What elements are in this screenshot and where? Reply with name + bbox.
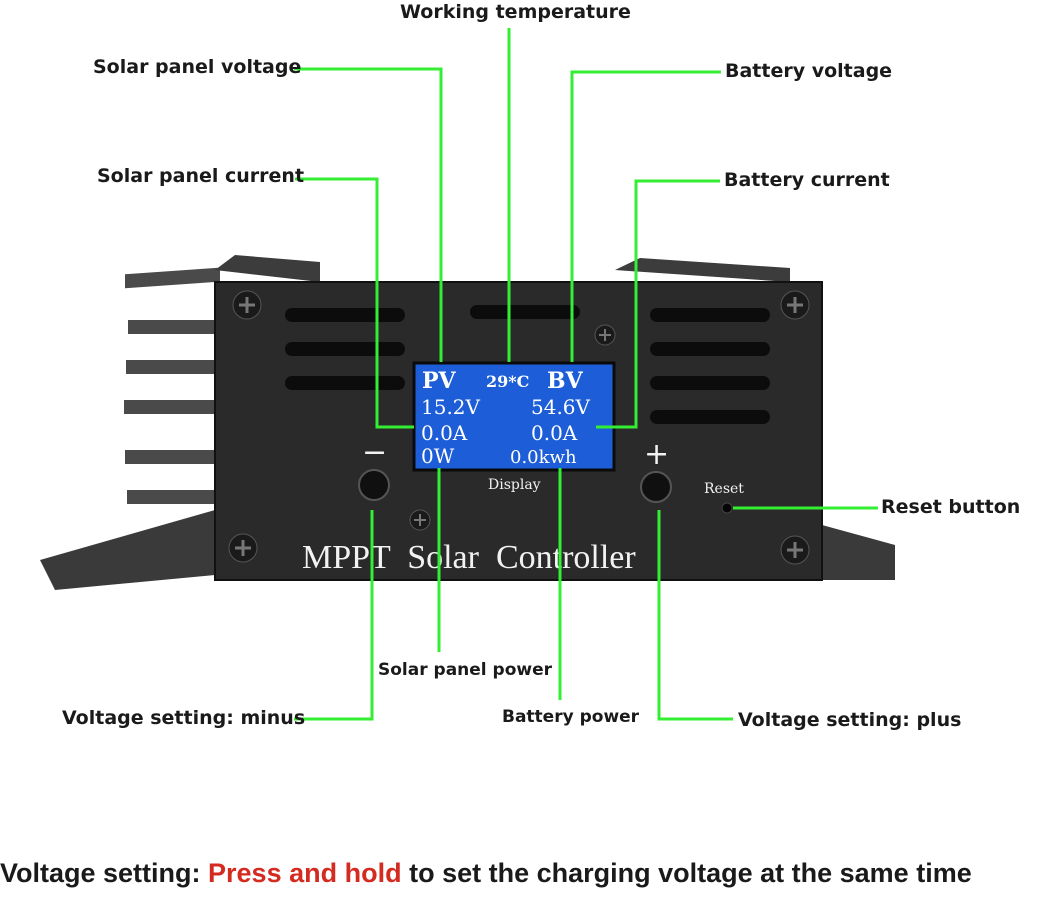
minus-symbol: − — [362, 435, 387, 470]
lcd-pv-power: 0W — [421, 444, 455, 468]
right-vents — [650, 308, 770, 424]
leader-battery-voltage — [570, 70, 721, 362]
lcd-pv: PV — [422, 368, 457, 394]
leader-voltage-minus — [294, 510, 374, 721]
right-mounting-flange — [822, 525, 895, 580]
screws — [228, 290, 810, 565]
leader-battery-current — [596, 179, 720, 429]
label-solar-panel-power: Solar panel power — [378, 660, 553, 680]
top-heatsink-fins — [215, 255, 790, 282]
plus-button[interactable] — [640, 471, 672, 503]
lcd-bv-current: 0.0A — [531, 421, 578, 445]
left-heatsink-fins — [124, 267, 220, 504]
lcd-bv-energy: 0.0kwh — [510, 447, 577, 468]
label-battery-power: Battery power — [502, 707, 640, 727]
lcd-bv: BV — [547, 368, 584, 394]
lcd-temperature: 29*C — [486, 372, 529, 391]
caption-highlight: Press and hold — [208, 858, 402, 888]
leader-solar-panel-current — [295, 177, 414, 429]
leader-voltage-plus — [657, 510, 733, 721]
minus-button[interactable] — [358, 469, 390, 501]
leader-solar-panel-voltage — [294, 67, 443, 362]
label-reset-button: Reset button — [881, 496, 1021, 518]
lcd-screen — [412, 361, 616, 472]
label-voltage-setting-minus: Voltage setting: minus — [62, 707, 306, 729]
left-mounting-flange — [40, 510, 215, 590]
voltage-setting-caption: Voltage setting: Press and hold to set t… — [0, 858, 1038, 889]
plus-symbol: + — [644, 437, 669, 472]
label-solar-panel-current: Solar panel current — [97, 165, 305, 187]
reset-button[interactable] — [721, 502, 733, 514]
caption-prefix: Voltage setting: — [0, 858, 209, 888]
lcd-pv-voltage: 15.2V — [421, 395, 481, 419]
label-battery-voltage: Battery voltage — [725, 60, 893, 82]
display-caption: Display — [488, 477, 541, 493]
lcd-bv-voltage: 54.6V — [531, 395, 591, 419]
lcd-pv-current: 0.0A — [421, 421, 468, 445]
label-voltage-setting-plus: Voltage setting: plus — [738, 709, 962, 731]
label-solar-panel-voltage: Solar panel voltage — [93, 56, 302, 78]
label-battery-current: Battery current — [724, 169, 890, 191]
top-vent — [470, 305, 580, 319]
caption-suffix: to set the charging voltage at the same … — [401, 858, 972, 888]
reset-caption: Reset — [704, 481, 744, 497]
device-title: MPPT Solar Controller — [302, 539, 636, 576]
left-vents — [285, 308, 405, 390]
label-working-temperature: Working temperature — [400, 1, 631, 23]
